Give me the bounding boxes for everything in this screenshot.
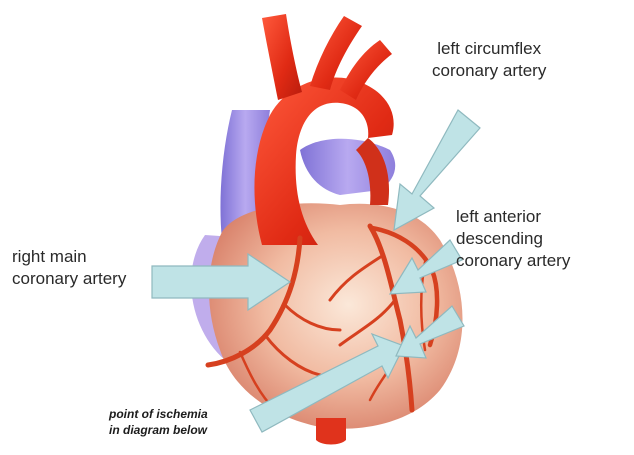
label-line: coronary artery <box>456 250 570 272</box>
label-line: point of ischemia <box>109 406 208 422</box>
label-line: coronary artery <box>432 60 546 82</box>
label-left-circumflex-coronary-artery: left circumflex coronary artery <box>432 38 546 82</box>
label-right-main-coronary-artery: right main coronary artery <box>12 246 126 290</box>
label-line: descending <box>456 228 570 250</box>
label-point-of-ischemia: point of ischemia in diagram below <box>109 406 208 438</box>
inferior-vena-cava <box>316 418 346 445</box>
label-line: right main <box>12 246 126 268</box>
brachiocephalic-artery <box>262 14 302 100</box>
label-line: left anterior <box>456 206 570 228</box>
label-line: in diagram below <box>109 422 208 438</box>
myocardium <box>209 203 463 428</box>
label-line: coronary artery <box>12 268 126 290</box>
label-left-anterior-descending-coronary-artery: left anterior descending coronary artery <box>456 206 570 272</box>
label-line: left circumflex <box>432 38 546 60</box>
